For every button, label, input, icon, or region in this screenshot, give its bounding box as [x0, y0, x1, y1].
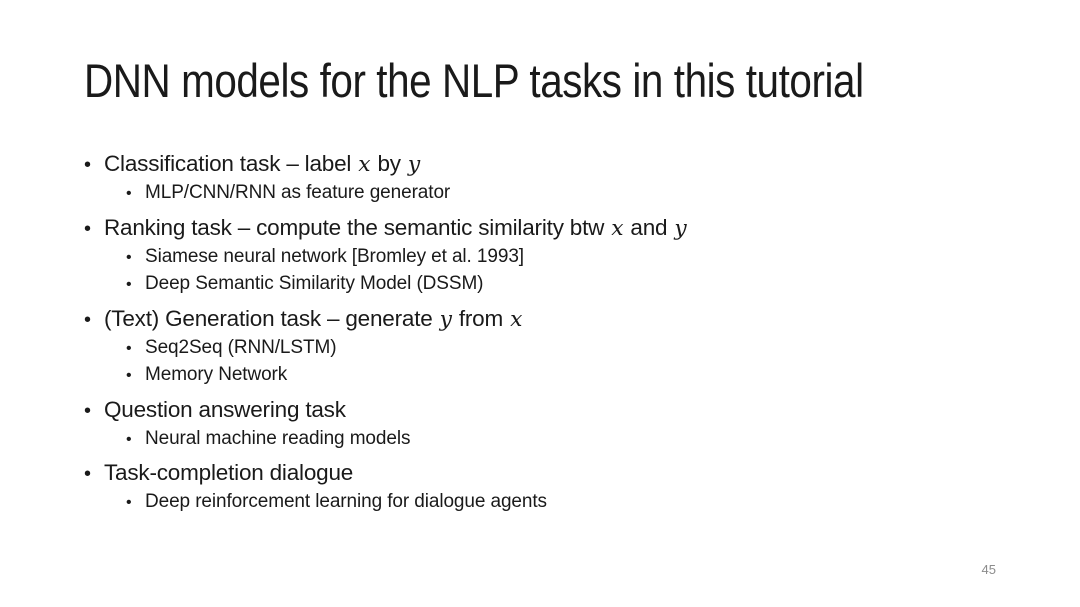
- bullet-item: • Task-completion dialogue: [84, 458, 1024, 489]
- text-segment: Classification task – label: [104, 151, 358, 176]
- bullet-marker: •: [126, 185, 132, 202]
- bullet-item: • (Text) Generation task – generate y fro…: [84, 304, 1024, 335]
- bullet-text: Deep Semantic Similarity Model (DSSM): [145, 271, 484, 298]
- bullet-item: • Seq2Seq (RNN/LSTM): [84, 335, 1024, 363]
- math-variable: y: [674, 215, 687, 241]
- bullet-text: Neural machine reading models: [145, 426, 410, 453]
- bullet-marker: •: [126, 367, 132, 384]
- bullet-item: • Neural machine reading models: [84, 426, 1024, 454]
- math-variable: x: [358, 152, 371, 177]
- math-variable: x: [611, 215, 624, 241]
- text-segment: Siamese neural network [Bromley et al. 1…: [145, 245, 524, 267]
- bullet-text: Ranking task – compute the semantic simi…: [104, 213, 688, 244]
- slide-title: DNN models for the NLP tasks in this tut…: [84, 54, 864, 107]
- bullet-item: • Deep Semantic Similarity Model (DSSM): [84, 271, 1024, 299]
- bullet-marker: •: [84, 154, 91, 176]
- bullet-item: • Question answering task: [84, 395, 1024, 426]
- bullet-text: (Text) Generation task – generate y from…: [104, 304, 523, 335]
- bullet-text: Siamese neural network [Bromley et al. 1…: [145, 244, 524, 271]
- text-segment: Question answering task: [104, 396, 346, 422]
- text-segment: Task-completion dialogue: [104, 460, 354, 485]
- text-segment: Ranking task – compute the semantic simi…: [104, 214, 611, 240]
- text-segment: Memory Network: [145, 364, 288, 385]
- bullet-marker: •: [126, 248, 132, 266]
- bullet-text: Question answering task: [104, 395, 346, 425]
- bullet-marker: •: [84, 399, 91, 422]
- bullet-text: Task-completion dialogue: [104, 458, 353, 488]
- bullet-marker: •: [84, 308, 91, 331]
- text-segment: Neural machine reading models: [145, 427, 411, 449]
- bullet-item: • Ranking task – compute the semantic sim…: [84, 213, 1024, 244]
- bullet-list: • Classification task – label x by y • MLP/…: [84, 147, 1024, 517]
- math-variable: y: [407, 152, 420, 177]
- bullet-text: MLP/CNN/RNN as feature generator: [145, 180, 450, 207]
- math-variable: x: [510, 306, 523, 332]
- bullet-marker: •: [84, 463, 91, 485]
- text-segment: Deep reinforcement learning for dialogue…: [145, 491, 547, 512]
- bullet-marker: •: [126, 276, 132, 293]
- text-segment: and: [624, 214, 674, 240]
- bullet-item: • Memory Network: [84, 362, 1024, 390]
- bullet-marker: •: [126, 430, 132, 448]
- bullet-marker: •: [84, 217, 91, 240]
- bullet-text: Classification task – label x by y: [104, 149, 421, 180]
- text-segment: from: [452, 305, 510, 331]
- bullet-item: • Classification task – label x by y: [84, 149, 1024, 180]
- bullet-text: Memory Network: [145, 362, 287, 389]
- text-segment: Seq2Seq (RNN/LSTM): [145, 336, 337, 358]
- text-segment: (Text) Generation task – generate: [104, 305, 439, 331]
- bullet-text: Deep reinforcement learning for dialogue…: [145, 489, 547, 516]
- bullet-marker: •: [126, 339, 132, 357]
- page-number: 45: [981, 562, 996, 577]
- text-segment: MLP/CNN/RNN as feature generator: [145, 182, 451, 203]
- bullet-marker: •: [126, 494, 132, 511]
- text-segment: Deep Semantic Similarity Model (DSSM): [145, 273, 484, 294]
- bullet-item: • MLP/CNN/RNN as feature generator: [84, 180, 1024, 208]
- bullet-item: • Deep reinforcement learning for dialogu…: [84, 489, 1024, 517]
- math-variable: y: [439, 306, 452, 332]
- bullet-item: • Siamese neural network [Bromley et al. …: [84, 244, 1024, 272]
- text-segment: by: [371, 151, 407, 176]
- bullet-text: Seq2Seq (RNN/LSTM): [145, 335, 337, 362]
